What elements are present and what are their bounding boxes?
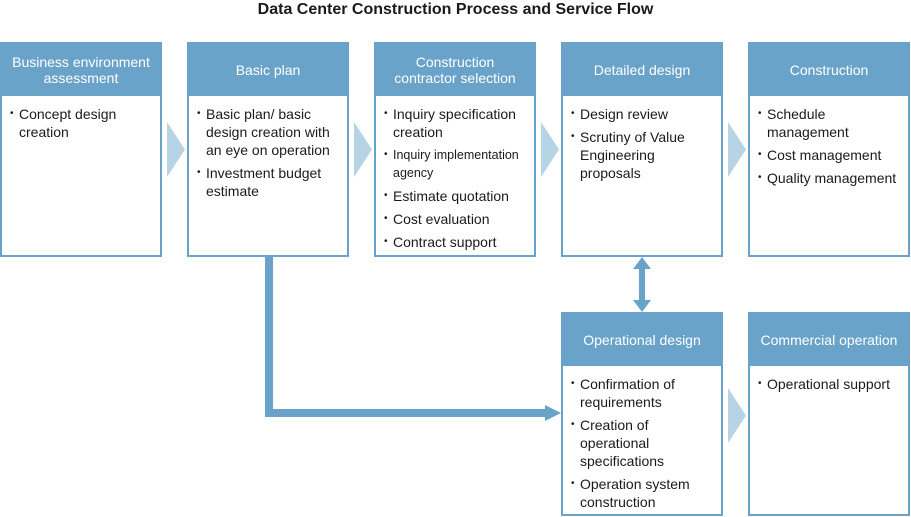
list-item: Estimate quotation	[384, 187, 528, 205]
item-list: Schedule management Cost management Qual…	[750, 96, 908, 187]
chevron-right-icon	[541, 122, 559, 177]
box-detailed-design: Detailed design Design review Scrutiny o…	[561, 42, 723, 257]
list-item: Cost management	[758, 146, 902, 164]
list-item: Confirmation of requirements	[571, 375, 715, 411]
box-basic-plan: Basic plan Basic plan/ basic design crea…	[187, 42, 349, 257]
box-header: Detailed design	[563, 44, 721, 96]
item-list: Operational support	[750, 366, 908, 393]
elbow-arrow-icon	[265, 257, 561, 421]
header-line: Operational design	[583, 332, 701, 348]
box-header: Basic plan	[189, 44, 347, 96]
list-item: Operation system construction	[571, 475, 715, 511]
list-item: Cost evaluation	[384, 210, 528, 228]
header-line: Commercial operation	[760, 332, 898, 348]
header-line: Detailed design	[593, 62, 691, 78]
box-header: Commercial operation	[750, 314, 908, 366]
box-operational-design: Operational design Confirmation of requi…	[561, 312, 723, 516]
box-header: Construction	[750, 44, 908, 96]
chevron-right-icon	[167, 122, 185, 177]
double-arrow-vertical-icon	[633, 257, 651, 312]
diagram-title: Data Center Construction Process and Ser…	[257, 1, 654, 18]
item-list: Concept design creation	[2, 96, 160, 141]
list-item: Concept design creation	[10, 105, 154, 141]
box-commercial-operation: Commercial operation Operational support	[748, 312, 910, 516]
item-list: Design review Scrutiny of Value Engineer…	[563, 96, 721, 182]
list-item: Scrutiny of Value Engineering proposals	[571, 128, 715, 182]
box-construction: Construction Schedule management Cost ma…	[748, 42, 910, 257]
list-item: Creation of operational specifications	[571, 416, 715, 470]
list-item: Quality management	[758, 169, 902, 187]
header-line: Construction	[415, 54, 495, 70]
item-list: Confirmation of requirements Creation of…	[563, 366, 721, 511]
box-business-environment-assessment: Business environment assessment Concept …	[0, 42, 162, 257]
list-item: Operational support	[758, 375, 902, 393]
list-item: Basic plan/ basic design creation with a…	[197, 105, 341, 159]
header-line: Business environment	[12, 54, 150, 70]
list-item: Investment budget estimate	[197, 164, 341, 200]
chevron-right-icon	[728, 122, 746, 177]
item-list: Inquiry specification creation Inquiry i…	[376, 96, 534, 251]
header-line: assessment	[43, 70, 119, 86]
list-item: Design review	[571, 105, 715, 123]
list-item: Schedule management	[758, 105, 902, 141]
header-line: Basic plan	[235, 62, 301, 78]
chevron-right-icon	[354, 122, 372, 177]
item-list: Basic plan/ basic design creation with a…	[189, 96, 347, 200]
list-item: Contract support	[384, 233, 528, 251]
box-header: Business environment assessment	[2, 44, 160, 96]
list-item: Inquiry implementation agency	[384, 146, 528, 182]
box-header: Operational design	[563, 314, 721, 366]
header-line: Construction	[789, 62, 869, 78]
list-item: Inquiry specification creation	[384, 105, 528, 141]
box-construction-contractor-selection: Construction contractor selection Inquir…	[374, 42, 536, 257]
chevron-right-icon	[728, 388, 746, 443]
header-line: contractor selection	[394, 70, 516, 86]
box-header: Construction contractor selection	[376, 44, 534, 96]
